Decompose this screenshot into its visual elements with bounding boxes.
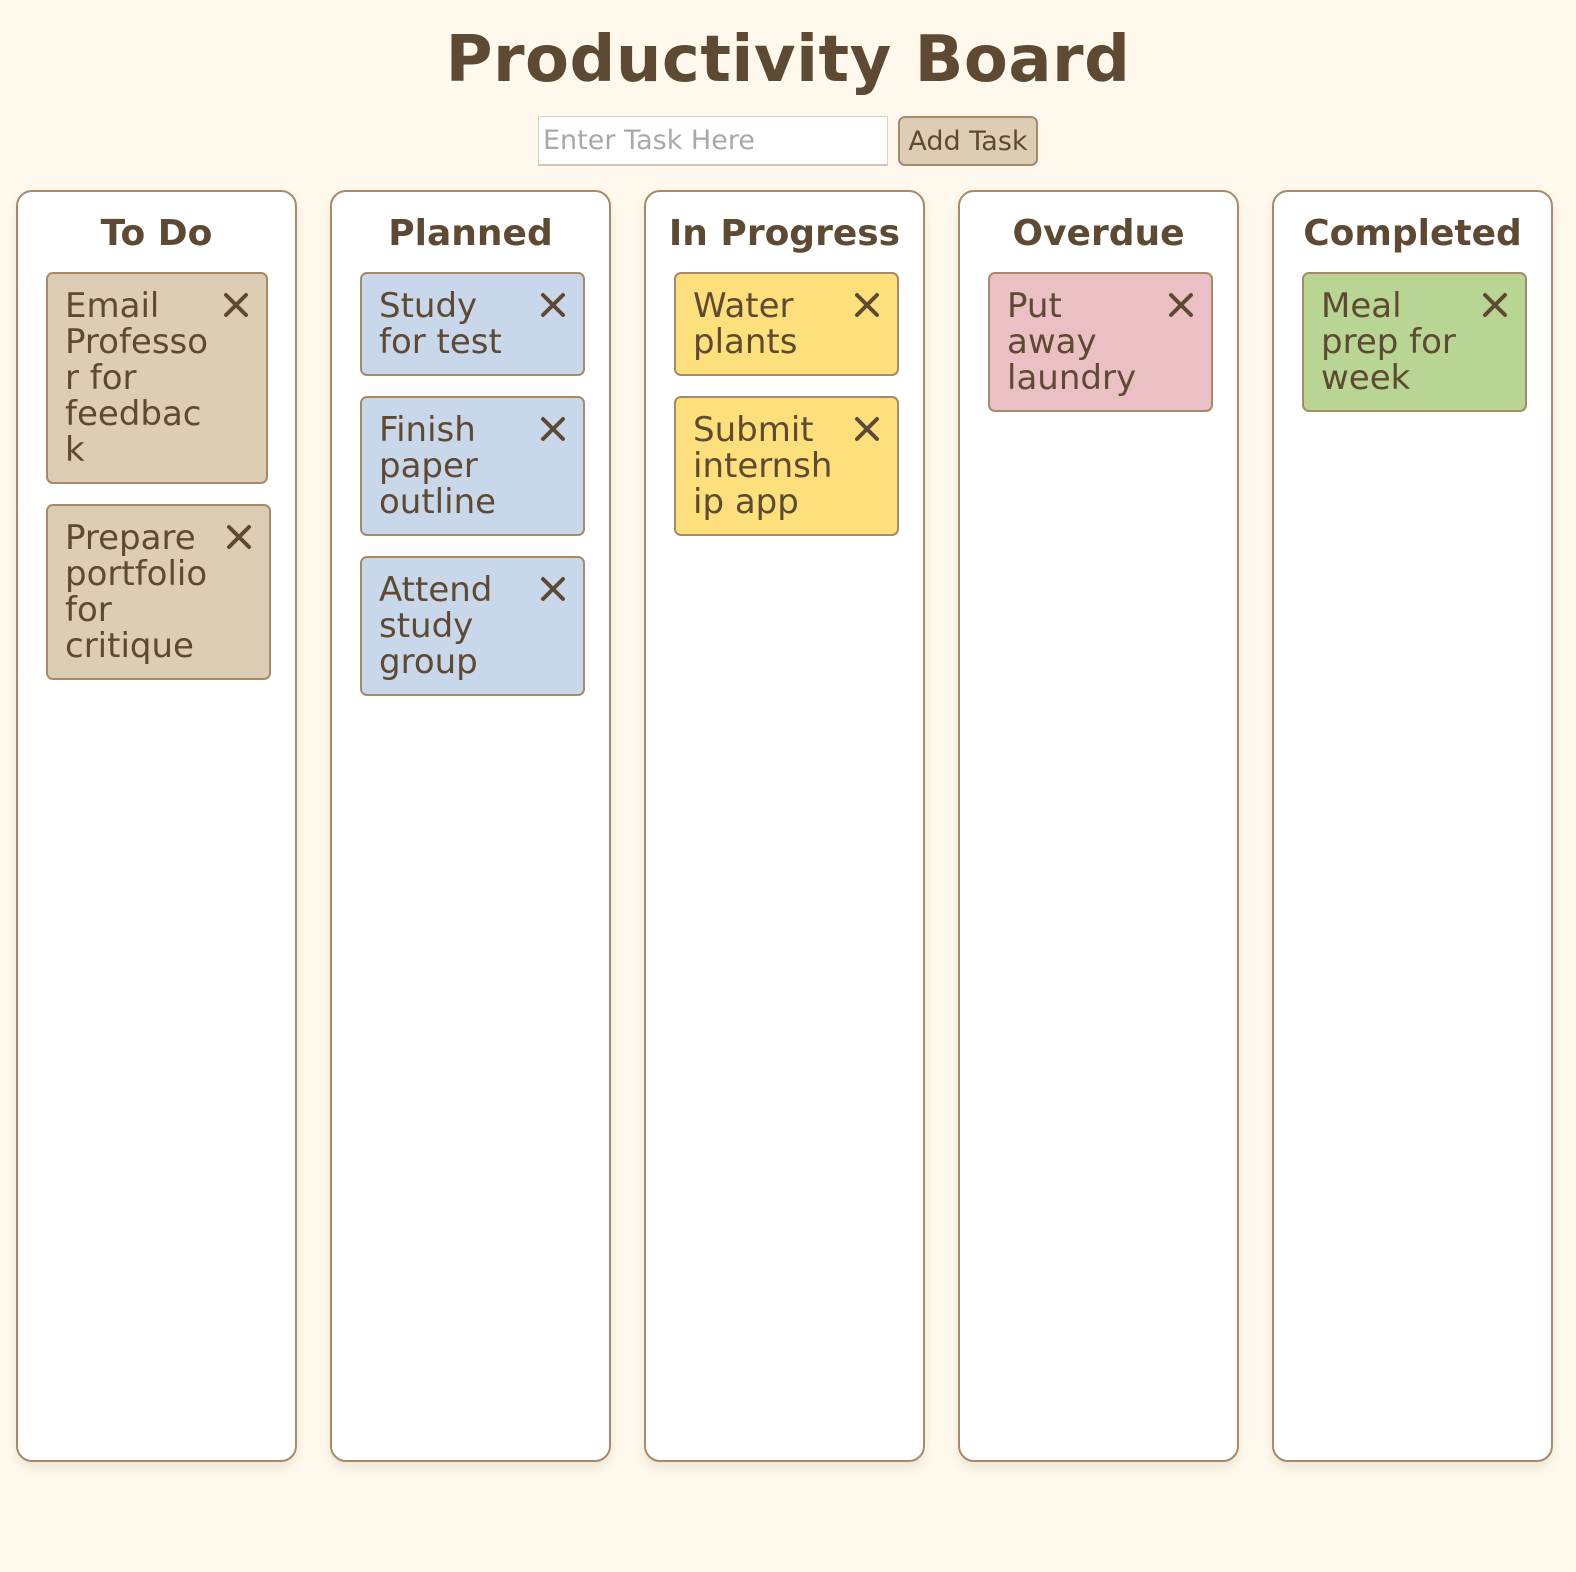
close-x-icon[interactable] [539, 575, 567, 603]
task-card-text: Meal prep for week [1321, 286, 1456, 398]
task-card[interactable]: Water plants [674, 272, 899, 376]
task-card[interactable]: Meal prep for week [1302, 272, 1527, 412]
column-in-progress: In Progress Water plants Submit internsh… [644, 190, 925, 1462]
column-title: Planned [388, 213, 553, 254]
task-card[interactable]: Put away laundry [988, 272, 1213, 412]
column-title: To Do [100, 213, 213, 254]
close-x-icon[interactable] [1481, 291, 1509, 319]
task-card[interactable]: Attend study group [360, 556, 585, 696]
column-title: In Progress [668, 213, 901, 254]
task-card-text: Water plants [693, 286, 798, 362]
close-x-icon[interactable] [225, 523, 253, 551]
close-x-icon[interactable] [1167, 291, 1195, 319]
column-title: Completed [1303, 213, 1522, 254]
card-list: Email Professor for feedback Prepare por… [46, 272, 283, 680]
task-card-text: Study for test [379, 286, 502, 362]
task-card-text: Prepare portfolio for critique [65, 518, 208, 666]
task-card[interactable]: Email Professor for feedback [46, 272, 268, 484]
close-x-icon[interactable] [539, 291, 567, 319]
column-todo: To Do Email Professor for feedback Prepa… [16, 190, 297, 1462]
column-title: Overdue [1012, 213, 1185, 254]
card-list: Study for test Finish paper outline Atte… [360, 272, 597, 696]
close-x-icon[interactable] [539, 415, 567, 443]
task-card-text: Attend study group [379, 570, 493, 682]
task-card-text: Email Professor for feedback [65, 286, 209, 470]
task-card[interactable]: Submit internship app [674, 396, 899, 536]
column-completed: Completed Meal prep for week [1272, 190, 1553, 1462]
page-title: Productivity Board [445, 23, 1131, 97]
card-list: Meal prep for week [1302, 272, 1539, 412]
task-card[interactable]: Finish paper outline [360, 396, 585, 536]
close-x-icon[interactable] [853, 415, 881, 443]
close-x-icon[interactable] [853, 291, 881, 319]
board: To Do Email Professor for feedback Prepa… [16, 190, 1553, 1462]
task-card-text: Submit internship app [693, 410, 833, 522]
column-planned: Planned Study for test Finish paper outl… [330, 190, 611, 1462]
card-list: Put away laundry [988, 272, 1225, 412]
add-task-button[interactable]: Add Task [898, 116, 1038, 166]
task-input[interactable] [538, 116, 888, 166]
task-card[interactable]: Study for test [360, 272, 585, 376]
close-x-icon[interactable] [222, 291, 250, 319]
task-card[interactable]: Prepare portfolio for critique [46, 504, 271, 680]
add-task-form: Add Task [0, 116, 1576, 166]
task-card-text: Put away laundry [1007, 286, 1137, 398]
task-card-text: Finish paper outline [379, 410, 497, 522]
column-overdue: Overdue Put away laundry [958, 190, 1239, 1462]
card-list: Water plants Submit internship app [674, 272, 911, 536]
